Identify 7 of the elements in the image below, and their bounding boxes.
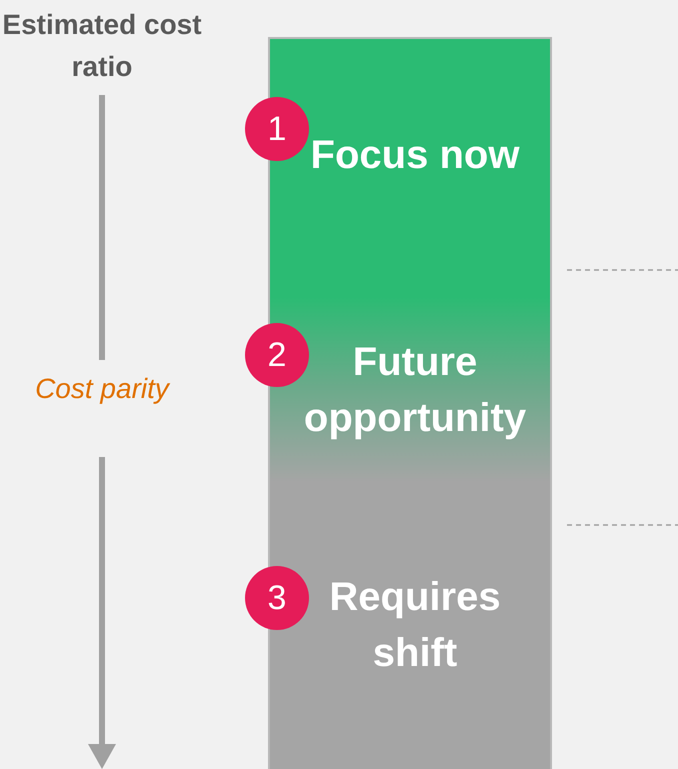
number-badge: 1 bbox=[245, 97, 309, 161]
number-badge: 3 bbox=[245, 566, 309, 630]
band-label: Focus now bbox=[310, 132, 520, 179]
band-label: Requires shift bbox=[328, 574, 502, 677]
threshold-label: Cost parity bbox=[34, 372, 172, 406]
axis-title: Estimated cost ratio bbox=[1, 8, 203, 84]
number-badge: 2 bbox=[245, 323, 309, 387]
